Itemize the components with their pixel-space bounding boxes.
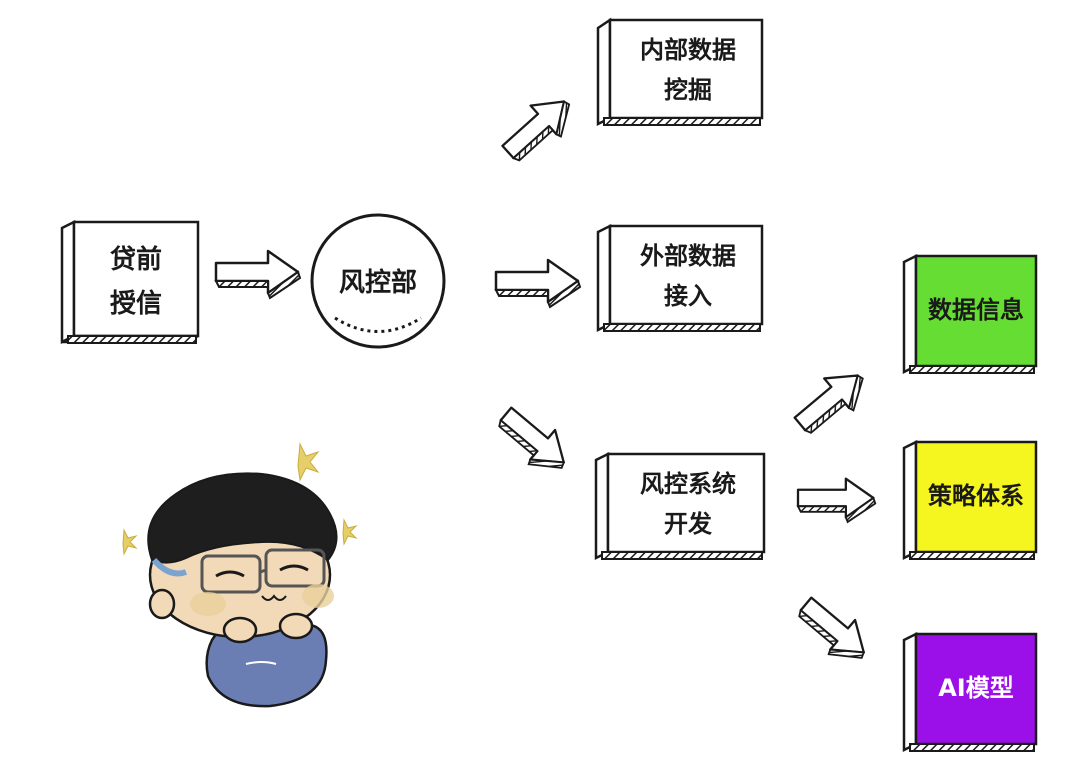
risk-system-line1: 风控系统 xyxy=(640,470,736,498)
arrow-risk-to-external xyxy=(494,258,582,309)
ai-model-fill xyxy=(914,632,1038,746)
character-hair xyxy=(147,472,338,564)
ai-model-label: AI模型 xyxy=(938,674,1014,702)
risk-dept-circle: 风控部 xyxy=(310,213,446,349)
arrow-system-to-ai xyxy=(789,588,879,674)
arrow-system-to-datainfo xyxy=(786,358,876,444)
external-data-box: 外部数据 接入 xyxy=(596,223,764,333)
arrow-system-to-strategy xyxy=(796,477,877,524)
internal-data-line2: 挖掘 xyxy=(664,76,712,104)
internal-data-box: 内部数据 挖掘 xyxy=(596,17,764,127)
sparkle-decoration xyxy=(297,442,320,482)
data-info-fill xyxy=(914,254,1038,368)
external-data-line1: 外部数据 xyxy=(640,242,736,270)
internal-data-line1: 内部数据 xyxy=(640,36,736,64)
pre-loan-box: 贷前 授信 xyxy=(60,219,200,345)
pre-loan-line2: 授信 xyxy=(110,289,162,319)
risk-system-line2: 开发 xyxy=(664,510,712,538)
cartoon-character xyxy=(122,442,358,708)
strategy-label: 策略体系 xyxy=(928,482,1024,510)
strategy-box: 策略体系 xyxy=(902,439,1038,561)
external-data-line2: 接入 xyxy=(664,282,712,310)
strategy-fill xyxy=(914,440,1038,554)
arrow-risk-to-internal xyxy=(493,84,583,171)
ai-model-box: AI模型 xyxy=(902,631,1038,753)
pre-loan-line1: 贷前 xyxy=(110,244,162,275)
data-info-label: 数据信息 xyxy=(928,296,1024,324)
risk-dept-label: 风控部 xyxy=(339,268,417,298)
arrow-preloan-to-risk xyxy=(214,249,302,300)
data-info-box: 数据信息 xyxy=(902,253,1038,375)
arrow-risk-to-system xyxy=(489,398,579,484)
risk-system-box: 风控系统 开发 xyxy=(594,451,766,561)
